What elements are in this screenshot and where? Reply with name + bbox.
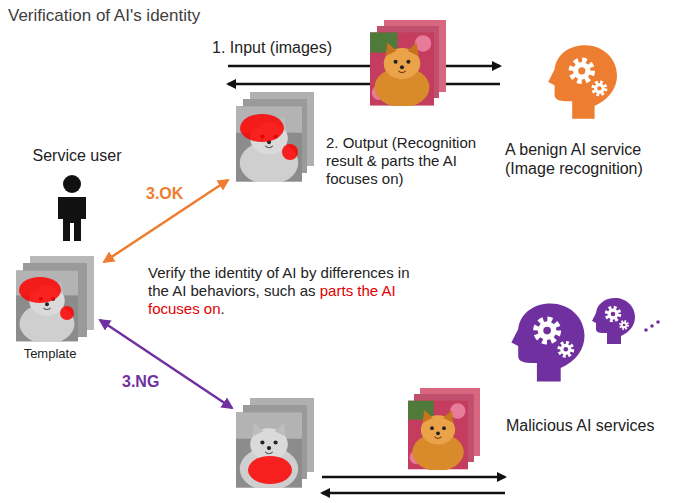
note-text: Verify the identity of AI by differences… [148, 264, 428, 318]
ng-label: 3.NG [122, 372, 159, 391]
output-arrow [228, 83, 500, 86]
icon-node: Service user [22, 146, 132, 168]
input-images [370, 20, 446, 107]
icon-node: Template [8, 346, 92, 364]
node-label: Malicious AI services [506, 416, 691, 435]
node-label: A benign AI service (Image recognition) [505, 140, 675, 178]
icon-node: Malicious AI services [506, 416, 691, 438]
malicious-ai-icons [511, 298, 659, 382]
output-images [236, 398, 314, 491]
input-arrow [228, 65, 500, 68]
node-label: Template [8, 346, 92, 362]
arrow-label: 2. Output (Recognition result & parts th… [326, 134, 501, 188]
title: Verification of AI's identity [8, 6, 200, 26]
output-arrow [322, 492, 505, 495]
template-images [16, 256, 94, 344]
arrow-label: 1. Input (images) [212, 38, 432, 57]
node-label: Service user [22, 146, 132, 165]
input-arrow [322, 476, 505, 479]
ng-arrow [100, 320, 232, 408]
output-images [236, 92, 314, 185]
input-images [408, 388, 480, 471]
ok-arrow [104, 180, 228, 262]
note-text-part: . [221, 300, 225, 317]
ok-label: 3.OK [146, 184, 183, 203]
person-icon [58, 175, 86, 241]
icon-node: A benign AI service (Image recognition) [505, 140, 675, 181]
benign-ai-icon [548, 45, 617, 119]
